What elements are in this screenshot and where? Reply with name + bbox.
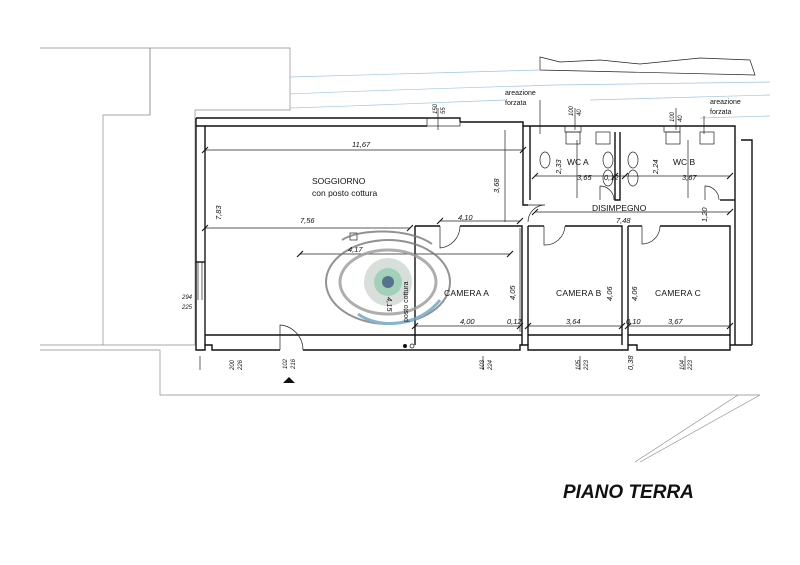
- dim-camera-a-width: 4,00: [460, 317, 475, 326]
- camera-b-label: CAMERA B: [556, 288, 602, 298]
- dim-camera-a-height: 4,05: [508, 285, 517, 300]
- top-win-3-b: 40: [678, 115, 684, 122]
- left-win-b: 225: [181, 305, 193, 311]
- wc-b-label: WC B: [673, 157, 696, 167]
- dim-soggiorno-side: 4,15: [385, 297, 394, 312]
- bot-5-a: 104: [680, 359, 686, 370]
- wc-a-label: WC A: [567, 157, 589, 167]
- areazione-left-1: areazione: [505, 90, 536, 97]
- room-labels: SOGGIORNO con posto cottura WC A WC B DI…: [312, 157, 701, 298]
- bathroom-fixtures: [539, 131, 715, 187]
- bot-4-a: 105: [576, 359, 582, 370]
- left-win-a: 294: [181, 295, 193, 301]
- dim-wc-a-height: 2,33: [554, 159, 563, 175]
- dim-soggiorno-right: 3,68: [492, 178, 501, 193]
- dim-camera-c-width: 3,67: [668, 317, 683, 326]
- dimension-values: 11,67 7,83 7,56 3,68 4,10 4,17 4,15 2,33…: [214, 140, 709, 370]
- opening-sizes: 150 55 100 40 100 40 294 225 200 226 102…: [181, 103, 694, 371]
- outer-walls: [195, 117, 753, 351]
- soggiorno-subtitle: con posto cottura: [312, 188, 377, 198]
- dim-wc-a-width: 3,65: [577, 173, 592, 182]
- dim-wc-b-height: 2,24: [651, 159, 660, 175]
- areazione-right-1: areazione: [710, 99, 741, 106]
- top-win-1-b: 55: [441, 107, 447, 114]
- dim-soggiorno-width: 11,67: [352, 140, 371, 149]
- bot-1-a: 200: [230, 359, 236, 371]
- plan-title: PIANO TERRA: [563, 482, 694, 503]
- notes: areazione forzata areazione forzata post…: [403, 90, 741, 322]
- camera-c-label: CAMERA C: [655, 288, 701, 298]
- top-win-1-a: 150: [433, 103, 439, 114]
- bot-5-b: 223: [688, 359, 694, 371]
- dim-camera-bc-wall: 0,10: [626, 317, 641, 326]
- contour-lines: [289, 69, 771, 119]
- dim-soggiorno-low: 4,17: [348, 245, 363, 254]
- bot-4-b: 223: [584, 359, 590, 371]
- posto-cottura-note: posto cottura: [403, 281, 410, 322]
- dim-camera-c-height: 4,06: [630, 286, 639, 301]
- dim-disimpegno-height: 1,20: [700, 207, 709, 222]
- dim-camera-b-height: 4,06: [605, 286, 614, 301]
- bot-3-a: 103: [480, 359, 486, 370]
- dim-soggiorno-mid: 4,10: [458, 213, 473, 222]
- areazione-right-2: forzata: [710, 109, 732, 116]
- eye-watermark: [325, 230, 451, 325]
- door-arcs: [279, 185, 720, 351]
- dim-bottom-wall: 0,38: [626, 355, 635, 370]
- bot-2-a: 102: [283, 358, 289, 369]
- dim-soggiorno-depth: 7,83: [214, 205, 223, 220]
- inner-walls: [205, 126, 735, 345]
- markers: [283, 232, 415, 383]
- dimension-lines: [199, 100, 730, 370]
- soggiorno-label: SOGGIORNO: [312, 176, 366, 186]
- camera-a-label: CAMERA A: [444, 288, 489, 298]
- bot-3-b: 224: [488, 359, 494, 371]
- dim-camera-b-width: 3,64: [566, 317, 581, 326]
- dim-wc-wall: 0,12: [604, 173, 619, 182]
- disimpegno-label: DISIMPEGNO: [592, 203, 647, 213]
- dim-disimpegno-width: 7,48: [616, 216, 631, 225]
- dim-camera-a-wall: 0,12: [507, 317, 522, 326]
- top-win-3-a: 100: [670, 111, 676, 122]
- windows: [197, 117, 681, 300]
- site-context: [40, 47, 761, 463]
- dim-wc-b-width: 3,67: [682, 173, 697, 182]
- areazione-left-2: forzata: [505, 100, 527, 107]
- dim-soggiorno-inner: 7,56: [300, 216, 315, 225]
- bot-2-b: 216: [291, 358, 297, 370]
- top-win-2-a: 100: [569, 105, 575, 116]
- bot-1-b: 226: [238, 359, 244, 371]
- top-win-2-b: 40: [577, 109, 583, 116]
- dimension-ticks: [201, 146, 734, 330]
